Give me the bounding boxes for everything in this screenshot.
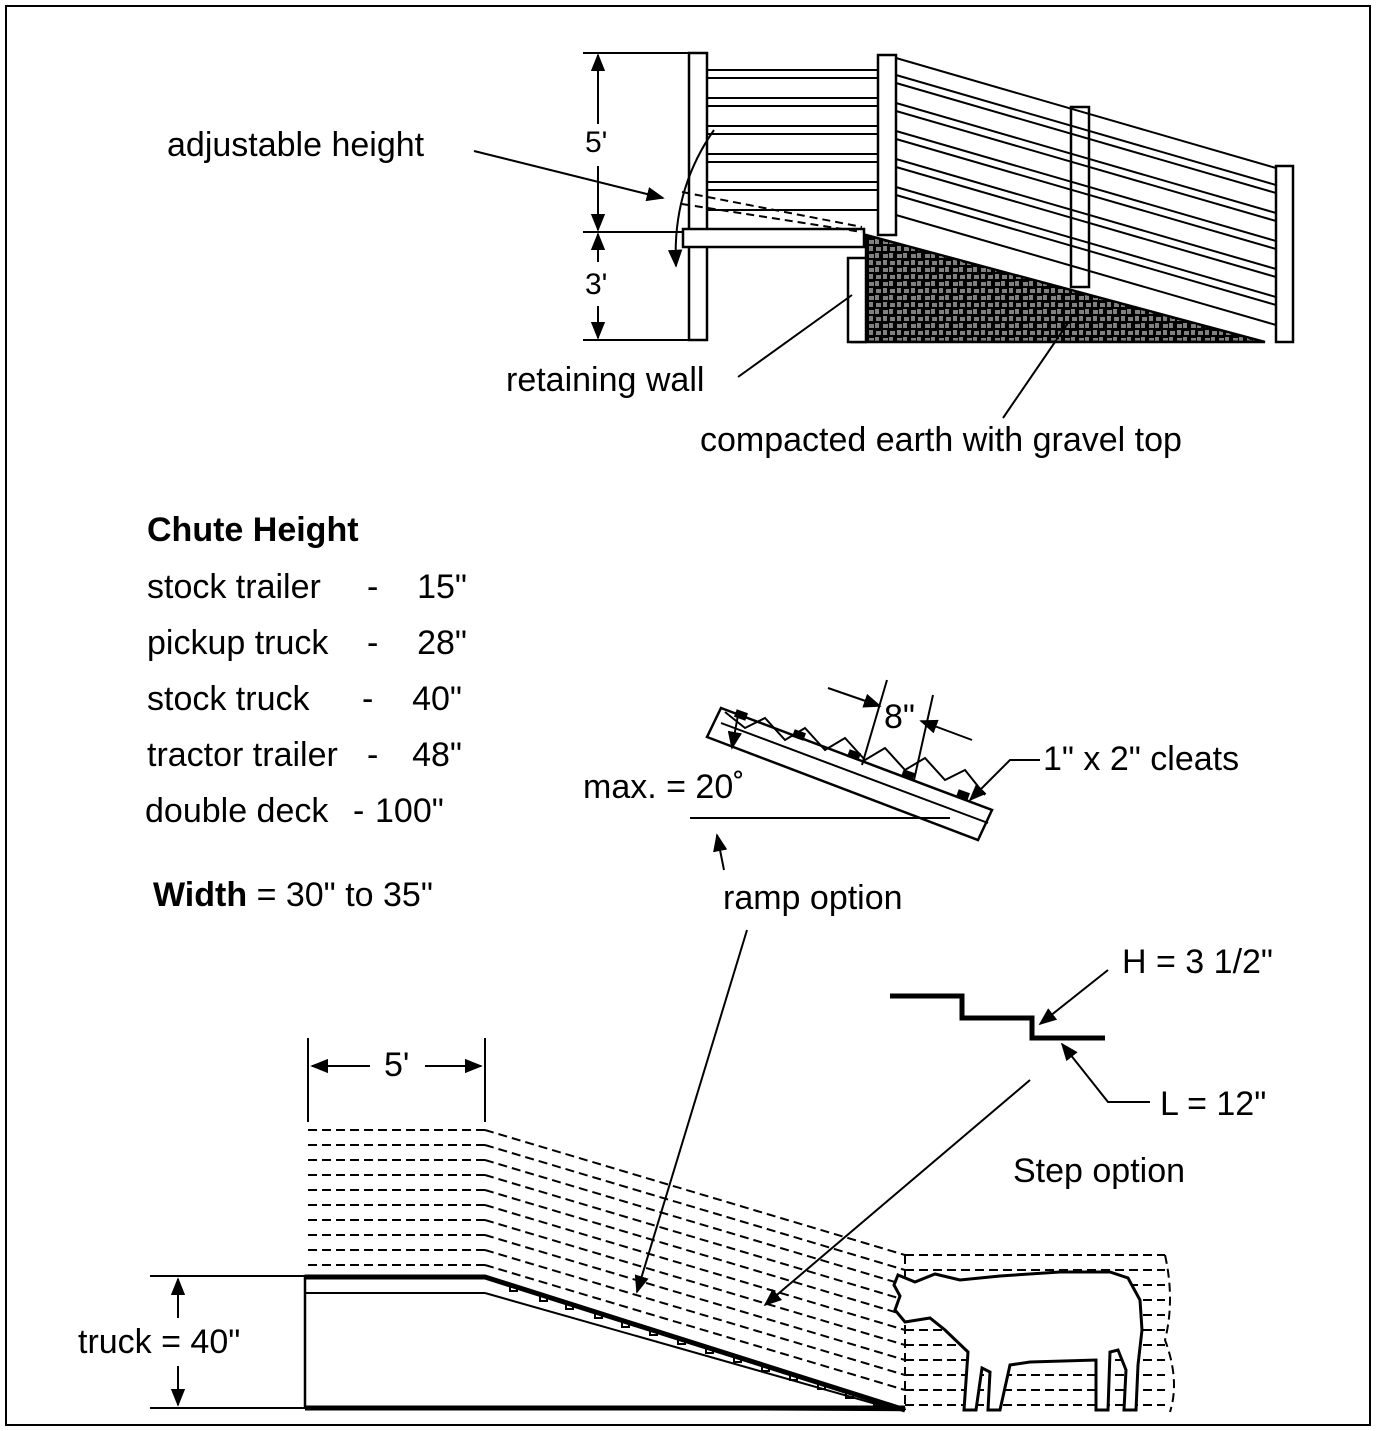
step-height-label: H = 3 1/2"	[1122, 943, 1273, 981]
retaining-wall-label: retaining wall	[506, 361, 705, 399]
row-sep: -	[367, 568, 379, 606]
step-option-leader	[763, 1079, 1031, 1307]
retaining-wall-leader	[737, 294, 853, 378]
row-value: 100"	[375, 792, 444, 830]
chute-row-double-deck: double deck-100"	[145, 794, 460, 828]
angle-arrow	[727, 714, 742, 750]
compacted-earth-label: compacted earth with gravel top	[700, 421, 1182, 459]
ramp-option-leader	[634, 929, 748, 1294]
width-value: = 30" to 35"	[256, 876, 433, 914]
floor-platform	[681, 227, 866, 249]
row-name: stock trailer	[147, 568, 321, 606]
compacted-earth-leader	[1002, 322, 1069, 419]
max-angle-label: max. = 20˚	[583, 768, 745, 806]
row-value: 15"	[417, 568, 467, 606]
width-line: Width = 30" to 35"	[153, 878, 433, 912]
adjustable-floor-dashed	[681, 191, 863, 233]
compacted-earth-fill	[850, 233, 1266, 344]
row-name: pickup truck	[147, 624, 329, 662]
step-detail-drawing	[890, 969, 1150, 1103]
chute-row-pickup-truck: pickup truck-28"	[147, 626, 467, 660]
chute-row-tractor-trailer: tractor trailer-48"	[147, 738, 462, 772]
post-2	[876, 53, 898, 237]
adjustable-height-label: adjustable height	[167, 126, 425, 164]
step-profile	[890, 993, 1105, 1041]
chute-body	[303, 1274, 906, 1412]
row-value: 28"	[417, 624, 467, 662]
spacing-8in-label: 8"	[884, 698, 915, 736]
post-4	[1274, 164, 1295, 344]
row-sep: -	[353, 792, 365, 830]
ramp-truss	[724, 711, 986, 796]
ramp-cleats	[733, 709, 971, 801]
l-leader	[1060, 1042, 1150, 1103]
dim-3ft-label: 3'	[585, 268, 608, 301]
truck-height-label: truck = 40"	[78, 1323, 241, 1361]
cleats-leader	[968, 759, 1040, 802]
bottom-cleats	[509, 1285, 882, 1407]
vertical-dimension	[583, 52, 689, 341]
post-1	[687, 51, 709, 342]
ramp-option-leader-top	[713, 833, 728, 871]
chute-height-heading: Chute Height	[147, 511, 359, 549]
retaining-wall	[846, 256, 868, 344]
row-sep: -	[367, 624, 379, 662]
ramp-board	[705, 706, 994, 842]
adjustable-height-leader	[473, 150, 665, 202]
ramp-option-label: ramp option	[723, 879, 903, 917]
bottom-5ft-label: 5'	[384, 1046, 410, 1084]
h-leader	[1038, 969, 1109, 1026]
row-value: 40"	[412, 680, 462, 718]
ramp-detail-drawing	[690, 679, 1040, 871]
chute-row-stock-truck: stock truck -40"	[147, 682, 462, 716]
row-name: stock truck	[147, 680, 310, 718]
cow-silhouette	[892, 1270, 1144, 1412]
boards-vertical-section	[707, 69, 878, 211]
cleats-label: 1" x 2" cleats	[1043, 740, 1240, 778]
row-value: 48"	[412, 736, 462, 774]
step-length-label: L = 12"	[1160, 1085, 1267, 1123]
chute-row-stock-trailer: stock trailer -15"	[147, 570, 467, 604]
top-chute-drawing	[473, 51, 1295, 419]
row-sep: -	[362, 680, 374, 718]
adjust-curve-arrow	[667, 129, 715, 268]
row-name: double deck	[145, 792, 329, 830]
bottom-chute-drawing	[150, 929, 1175, 1413]
row-sep: -	[367, 736, 379, 774]
row-name: tractor trailer	[147, 736, 338, 774]
dashed-fence	[308, 1129, 1175, 1413]
diagram-frame	[5, 5, 1371, 1426]
dim-5ft-label: 5'	[585, 126, 608, 159]
step-option-label: Step option	[1013, 1152, 1186, 1190]
boards-sloped-section	[895, 57, 1277, 326]
width-label: Width	[153, 876, 248, 914]
